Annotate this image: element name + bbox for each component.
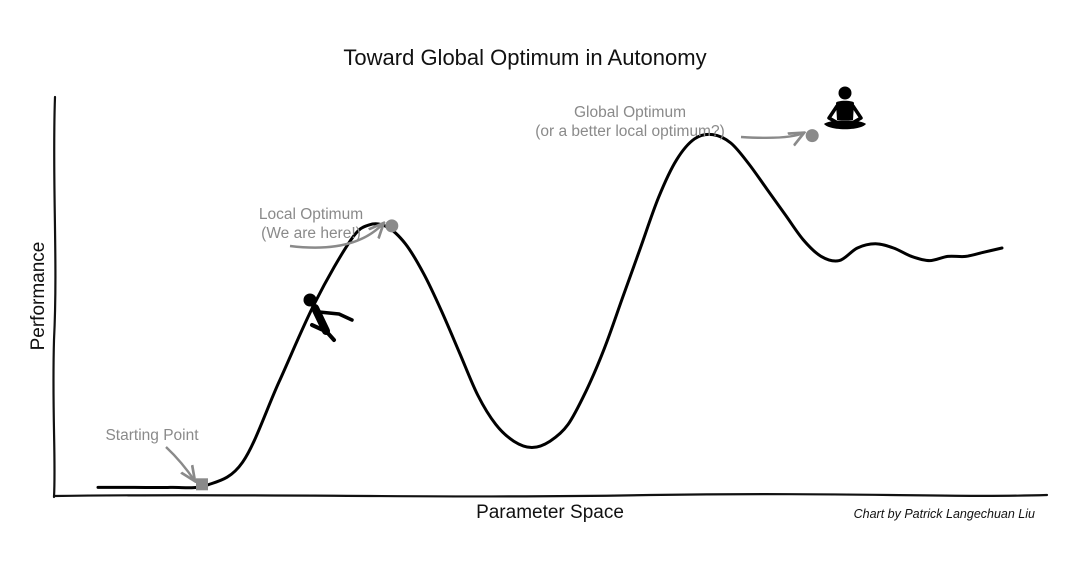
chart-credit: Chart by Patrick Langechuan Liu bbox=[854, 507, 1035, 521]
global-optimum-arrow bbox=[740, 133, 804, 138]
global-optimum-label: Global Optimum bbox=[574, 104, 686, 121]
local-optimum-label: Local Optimum bbox=[259, 206, 363, 223]
climbing-person-icon bbox=[303, 293, 354, 342]
y-axis-line bbox=[52, 95, 57, 499]
y-axis-label: Performance bbox=[28, 242, 49, 351]
x-axis-line bbox=[52, 493, 1049, 498]
starting-point-label: Starting Point bbox=[105, 427, 199, 444]
x-axis-label: Parameter Space bbox=[476, 502, 624, 523]
performance-curve bbox=[96, 132, 1004, 490]
chart-title: Toward Global Optimum in Autonomy bbox=[343, 45, 706, 70]
local-optimum-marker bbox=[385, 219, 399, 233]
global-optimum-marker bbox=[805, 129, 819, 143]
global-optimum-label: (or a better local optimum?) bbox=[535, 123, 725, 140]
local-optimum-arrow bbox=[289, 223, 384, 249]
starting-point-arrow bbox=[165, 446, 195, 481]
local-optimum-label: (We are here!) bbox=[261, 225, 361, 242]
starting-point-marker bbox=[196, 478, 208, 491]
meditating-person-icon bbox=[824, 86, 866, 130]
